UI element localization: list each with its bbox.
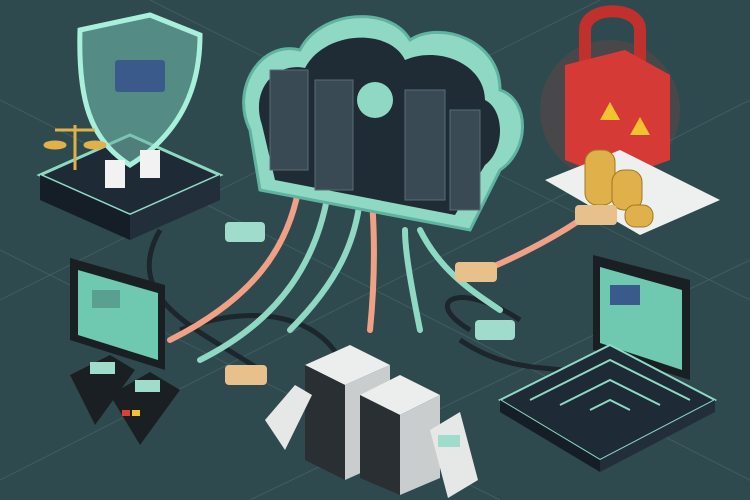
hub-icon — [357, 82, 393, 118]
puzzle-piece-icon — [225, 205, 617, 385]
arrow-icon — [167, 177, 583, 363]
scales-icon — [43, 125, 107, 170]
warning-icon — [600, 102, 620, 120]
card-terminal-icon — [265, 385, 478, 498]
document-icon — [105, 160, 125, 188]
coin-stack-icon — [584, 149, 654, 228]
document-icon — [140, 150, 160, 178]
warning-icon — [630, 117, 650, 135]
server-tower-icon — [305, 345, 440, 495]
cloud-server-icon — [242, 15, 524, 232]
monitor-card-icon — [70, 258, 165, 370]
card-terminal-icon — [70, 355, 180, 445]
shield-platform — [36, 12, 224, 240]
credit-card-icon — [115, 60, 165, 92]
maze-icon — [497, 343, 718, 472]
padlock-icon — [540, 5, 680, 180]
